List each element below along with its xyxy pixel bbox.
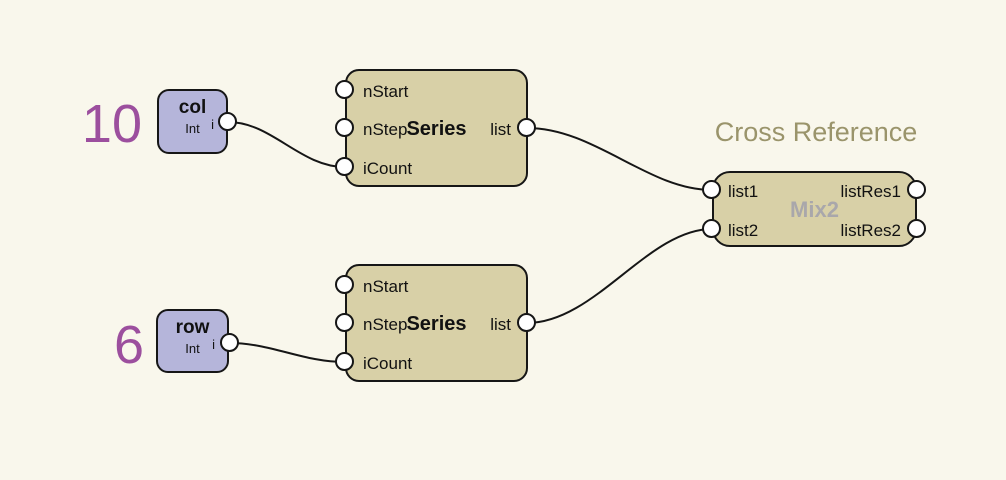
wire-row-to-series2-icount[interactable]: [228, 342, 346, 363]
series2-title: Series: [406, 313, 467, 335]
series1-output-list-label: list: [490, 120, 511, 139]
port-mix2-list2-input[interactable]: [702, 219, 721, 238]
value-col: 10: [81, 94, 142, 154]
series1-title: Series: [406, 118, 467, 140]
series1-input-nstart-label: nStart: [363, 82, 409, 101]
series2-output-list-label: list: [490, 315, 511, 334]
wire-series2-list-to-mix2-list2[interactable]: [526, 228, 713, 324]
port-series2-nstep-input[interactable]: [335, 313, 354, 332]
node-series-1[interactable]: nStart nStep iCount Series list: [345, 69, 528, 187]
node-col-type: Int: [185, 121, 200, 136]
wire-series1-list-to-mix2-list1[interactable]: [526, 127, 713, 191]
port-series1-list-output[interactable]: [517, 118, 536, 137]
node-col[interactable]: col Int i: [157, 89, 228, 154]
port-series2-list-output[interactable]: [517, 313, 536, 332]
mix2-input-list2-label: list2: [728, 221, 759, 240]
port-series2-nstart-input[interactable]: [335, 275, 354, 294]
mix2-output-listres2-label: listRes2: [840, 221, 901, 240]
node-series-2[interactable]: nStart nStep iCount Series list: [345, 264, 528, 382]
series2-input-nstep-label: nStep: [363, 315, 408, 334]
mix2-input-list1-label: list1: [728, 182, 759, 201]
port-series1-icount-input[interactable]: [335, 157, 354, 176]
node-col-name: col: [178, 97, 207, 118]
port-col-i-output[interactable]: [218, 112, 237, 131]
series2-input-icount-label: iCount: [363, 354, 413, 373]
port-series1-nstep-input[interactable]: [335, 118, 354, 137]
node-col-output-label: i: [211, 117, 214, 132]
port-mix2-list1-input[interactable]: [702, 180, 721, 199]
node-row-type: Int: [185, 341, 200, 356]
port-series1-nstart-input[interactable]: [335, 80, 354, 99]
series1-input-nstep-label: nStep: [363, 120, 408, 139]
series1-input-icount-label: iCount: [363, 159, 413, 178]
port-mix2-listres2-output[interactable]: [907, 219, 926, 238]
port-row-i-output[interactable]: [220, 333, 239, 352]
graph-title: Cross Reference: [714, 117, 918, 147]
node-row-name: row: [175, 317, 210, 338]
value-row: 6: [113, 315, 144, 375]
node-row[interactable]: row Int i: [156, 309, 229, 373]
port-mix2-listres1-output[interactable]: [907, 180, 926, 199]
series2-input-nstart-label: nStart: [363, 277, 409, 296]
port-series2-icount-input[interactable]: [335, 352, 354, 371]
wire-col-to-series1-icount[interactable]: [227, 121, 346, 168]
node-mix2[interactable]: list1 list2 listRes1 listRes2 Mix2: [712, 171, 917, 247]
mix2-title: Mix2: [790, 197, 839, 222]
node-row-output-label: i: [212, 337, 215, 352]
mix2-output-listres1-label: listRes1: [840, 182, 901, 201]
